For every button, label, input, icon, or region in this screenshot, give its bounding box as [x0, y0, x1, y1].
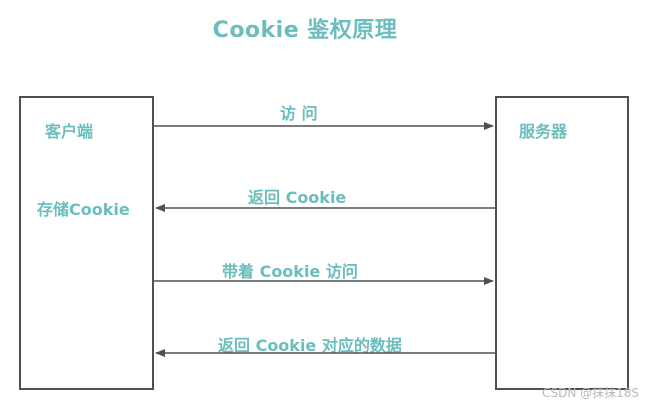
message-label-return-cookie: 返回 Cookie	[248, 188, 347, 207]
client-label: 客户端	[45, 122, 94, 141]
message-label-return-data: 返回 Cookie 对应的数据	[218, 336, 402, 355]
diagram-title: Cookie 鉴权原理	[212, 18, 398, 43]
message-label-access: 访 问	[280, 104, 318, 123]
server-box	[495, 96, 629, 390]
watermark: CSDN @抹抹18S	[542, 386, 639, 400]
client-box	[19, 96, 154, 390]
server-label: 服务器	[519, 122, 568, 141]
message-label-access-with-cookie: 带着 Cookie 访问	[222, 262, 358, 281]
store-cookie-label: 存储Cookie	[37, 200, 130, 219]
